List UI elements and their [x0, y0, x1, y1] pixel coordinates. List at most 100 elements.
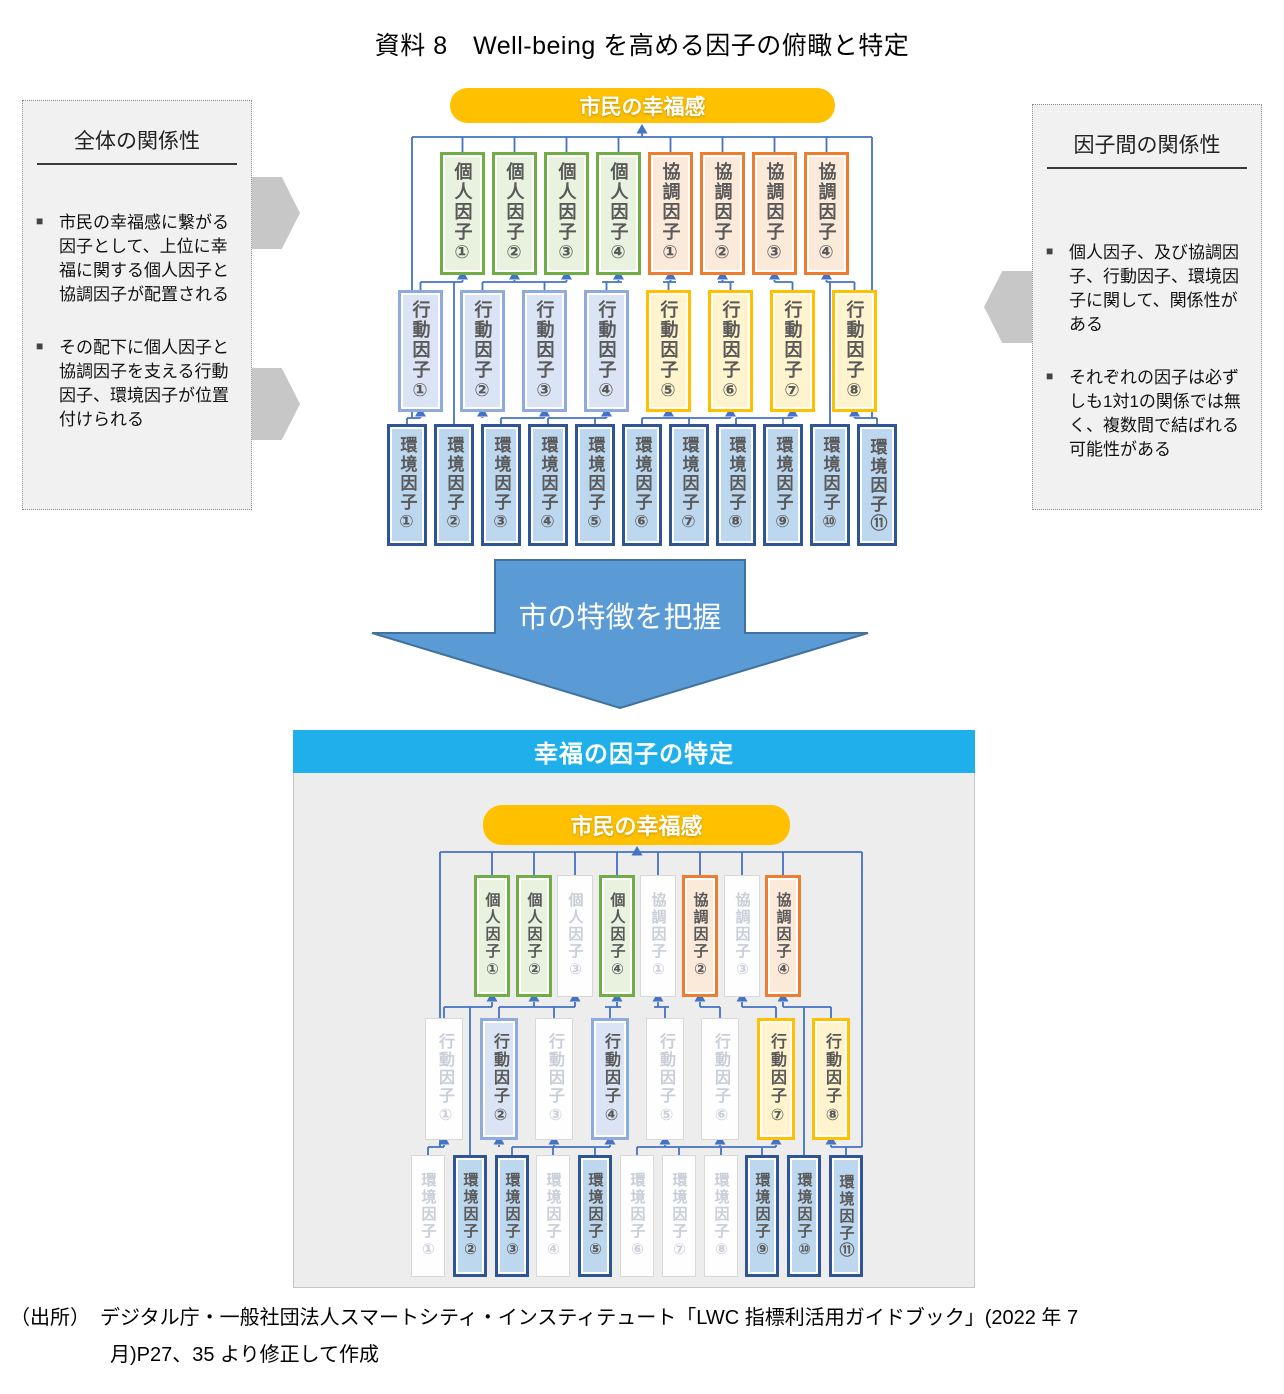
factor-label: 環境因子②	[444, 436, 464, 534]
top-behavior-box-2: 行動因子②	[460, 290, 505, 412]
top-behavior-box-6: 行動因子⑥	[708, 290, 753, 412]
top-root-pill: 市民の幸福感	[450, 88, 835, 123]
top-factor-box-5: 協調因子①	[648, 152, 693, 275]
factor-label: 行動因子①	[410, 299, 431, 403]
factor-label: 環境因子⑨	[753, 1172, 771, 1260]
bottom-behavior-box-8: 行動因子⑧	[812, 1018, 850, 1140]
top-environment-box-1: 環境因子①	[387, 424, 427, 546]
factor-label: 環境因子⑩	[795, 1172, 813, 1260]
overall-relationship-list: 市民の幸福感に繋がる因子として、上位に幸福に関する個人因子と協調因子が配置される…	[23, 211, 251, 432]
factor-label: 協調因子①	[660, 162, 681, 265]
factor-label: 環境因子⑤	[585, 436, 605, 534]
overall-relationship-panel: 全体の関係性 市民の幸福感に繋がる因子として、上位に幸福に関する個人因子と協調因…	[22, 100, 252, 510]
top-environment-box-5: 環境因子⑤	[575, 424, 615, 546]
bottom-environment-box-8: 環境因子⑧	[704, 1155, 738, 1277]
source-note: （出所） デジタル庁・一般社団法人スマートシティ・インスティテュート「LWC 指…	[10, 1300, 1276, 1374]
bottom-environment-box-10: 環境因子⑩	[787, 1155, 821, 1277]
bottom-behavior-box-6: 行動因子⑥	[701, 1018, 739, 1140]
factor-label: 個人因子④	[608, 162, 629, 265]
factor-label: 個人因子③	[566, 892, 584, 980]
top-factor-box-7: 協調因子③	[752, 152, 797, 275]
list-item: 市民の幸福感に繋がる因子として、上位に幸福に関する個人因子と協調因子が配置される	[35, 211, 241, 308]
list-item: その配下に個人因子と協調因子を支える行動因子、環境因子が位置付けられる	[35, 336, 241, 433]
top-factor-box-8: 協調因子④	[804, 152, 849, 275]
bottom-environment-box-6: 環境因子⑥	[620, 1155, 654, 1277]
factor-label: 協調因子③	[764, 162, 785, 265]
top-factor-box-4: 個人因子④	[596, 152, 641, 275]
top-factor-box-6: 協調因子②	[700, 152, 745, 275]
transition-arrow-label: 市の特徴を把握	[518, 602, 722, 634]
factor-label: 環境因子⑦	[679, 436, 699, 534]
source-line: （出所） デジタル庁・一般社団法人スマートシティ・インスティテュート「LWC 指…	[10, 1307, 1079, 1329]
factor-label: 環境因子⑥	[632, 436, 652, 534]
factor-label: 行動因子⑦	[768, 1032, 785, 1126]
factor-label: 行動因子②	[472, 299, 493, 403]
chevron-right-icon	[252, 177, 300, 249]
bottom-behavior-box-3: 行動因子③	[535, 1018, 573, 1140]
bottom-factor-box-7: 協調因子③	[724, 875, 760, 997]
bottom-environment-box-2: 環境因子②	[453, 1155, 487, 1277]
factor-label: 行動因子⑧	[844, 299, 865, 403]
factor-label: 個人因子①	[452, 162, 473, 265]
chevron-right-icon	[252, 368, 300, 440]
factor-label: 行動因子②	[491, 1032, 508, 1126]
top-factor-box-2: 個人因子②	[492, 152, 537, 275]
bottom-environment-box-4: 環境因子④	[536, 1155, 570, 1277]
factor-label: 環境因子①	[419, 1172, 437, 1260]
factor-label: 行動因子⑧	[823, 1032, 840, 1126]
factor-label: 環境因子①	[397, 436, 417, 534]
top-environment-box-9: 環境因子⑨	[763, 424, 803, 546]
factor-label: 行動因子④	[602, 1032, 619, 1126]
top-factor-box-1: 個人因子①	[440, 152, 485, 275]
bottom-factor-box-3: 個人因子③	[557, 875, 593, 997]
overall-relationship-title: 全体の関係性	[37, 125, 237, 165]
factor-label: 個人因子②	[504, 162, 525, 265]
top-environment-box-11: 環境因子⑪	[857, 424, 897, 546]
bottom-factor-box-2: 個人因子②	[516, 875, 552, 997]
factor-label: 行動因子⑦	[782, 299, 803, 403]
bottom-factor-box-4: 個人因子④	[599, 875, 635, 997]
top-behavior-box-4: 行動因子④	[584, 290, 629, 412]
factor-label: 協調因子③	[733, 892, 751, 980]
top-behavior-box-1: 行動因子①	[398, 290, 443, 412]
factor-label: 協調因子②	[712, 162, 733, 265]
factor-label: 環境因子⑦	[670, 1172, 688, 1260]
factor-label: 環境因子③	[503, 1172, 521, 1260]
bottom-factor-box-5: 協調因子①	[640, 875, 676, 997]
bottom-environment-box-11: 環境因子⑪	[829, 1155, 863, 1277]
factor-label: 個人因子④	[608, 892, 626, 980]
factor-label: 環境因子⑤	[586, 1172, 604, 1260]
top-environment-box-8: 環境因子⑧	[716, 424, 756, 546]
page-title: 資料 8 Well-being を高める因子の俯瞰と特定	[374, 32, 910, 60]
factor-label: 協調因子②	[691, 892, 709, 980]
bottom-factor-box-1: 個人因子①	[474, 875, 510, 997]
chevron-left-icon	[984, 271, 1032, 343]
factor-label: 環境因子⑧	[712, 1172, 730, 1260]
bottom-behavior-box-2: 行動因子②	[480, 1018, 518, 1140]
top-behavior-box-8: 行動因子⑧	[832, 290, 877, 412]
factor-relationship-list: 個人因子、及び協調因子、行動因子、環境因子に関して、関係性がある それぞれの因子…	[1033, 241, 1261, 462]
identified-factors-header: 幸福の因子の特定	[293, 730, 975, 773]
factor-label: 環境因子④	[544, 1172, 562, 1260]
factor-label: 環境因子⑪	[837, 1173, 855, 1259]
top-factor-box-3: 個人因子③	[544, 152, 589, 275]
factor-label: 行動因子③	[546, 1032, 563, 1126]
factor-label: 行動因子⑥	[712, 1032, 729, 1126]
bottom-behavior-box-4: 行動因子④	[591, 1018, 629, 1140]
factor-label: 環境因子⑧	[726, 436, 746, 534]
list-item: 個人因子、及び協調因子、行動因子、環境因子に関して、関係性がある	[1045, 241, 1251, 338]
factor-label: 行動因子③	[534, 299, 555, 403]
top-environment-box-10: 環境因子⑩	[810, 424, 850, 546]
list-item: それぞれの因子は必ずしも1対1の関係では無く、複数間で結ばれる可能性がある	[1045, 366, 1251, 463]
factor-label: 行動因子①	[436, 1032, 453, 1126]
source-line: 月)P27、35 より修正して作成	[110, 1344, 380, 1366]
factor-label: 個人因子①	[483, 892, 501, 980]
bottom-environment-box-1: 環境因子①	[411, 1155, 445, 1277]
factor-label: 行動因子⑤	[657, 1032, 674, 1126]
top-behavior-box-3: 行動因子③	[522, 290, 567, 412]
factor-label: 環境因子⑥	[628, 1172, 646, 1260]
top-environment-box-2: 環境因子②	[434, 424, 474, 546]
factor-label: 行動因子⑤	[658, 299, 679, 403]
factor-label: 個人因子②	[525, 892, 543, 980]
